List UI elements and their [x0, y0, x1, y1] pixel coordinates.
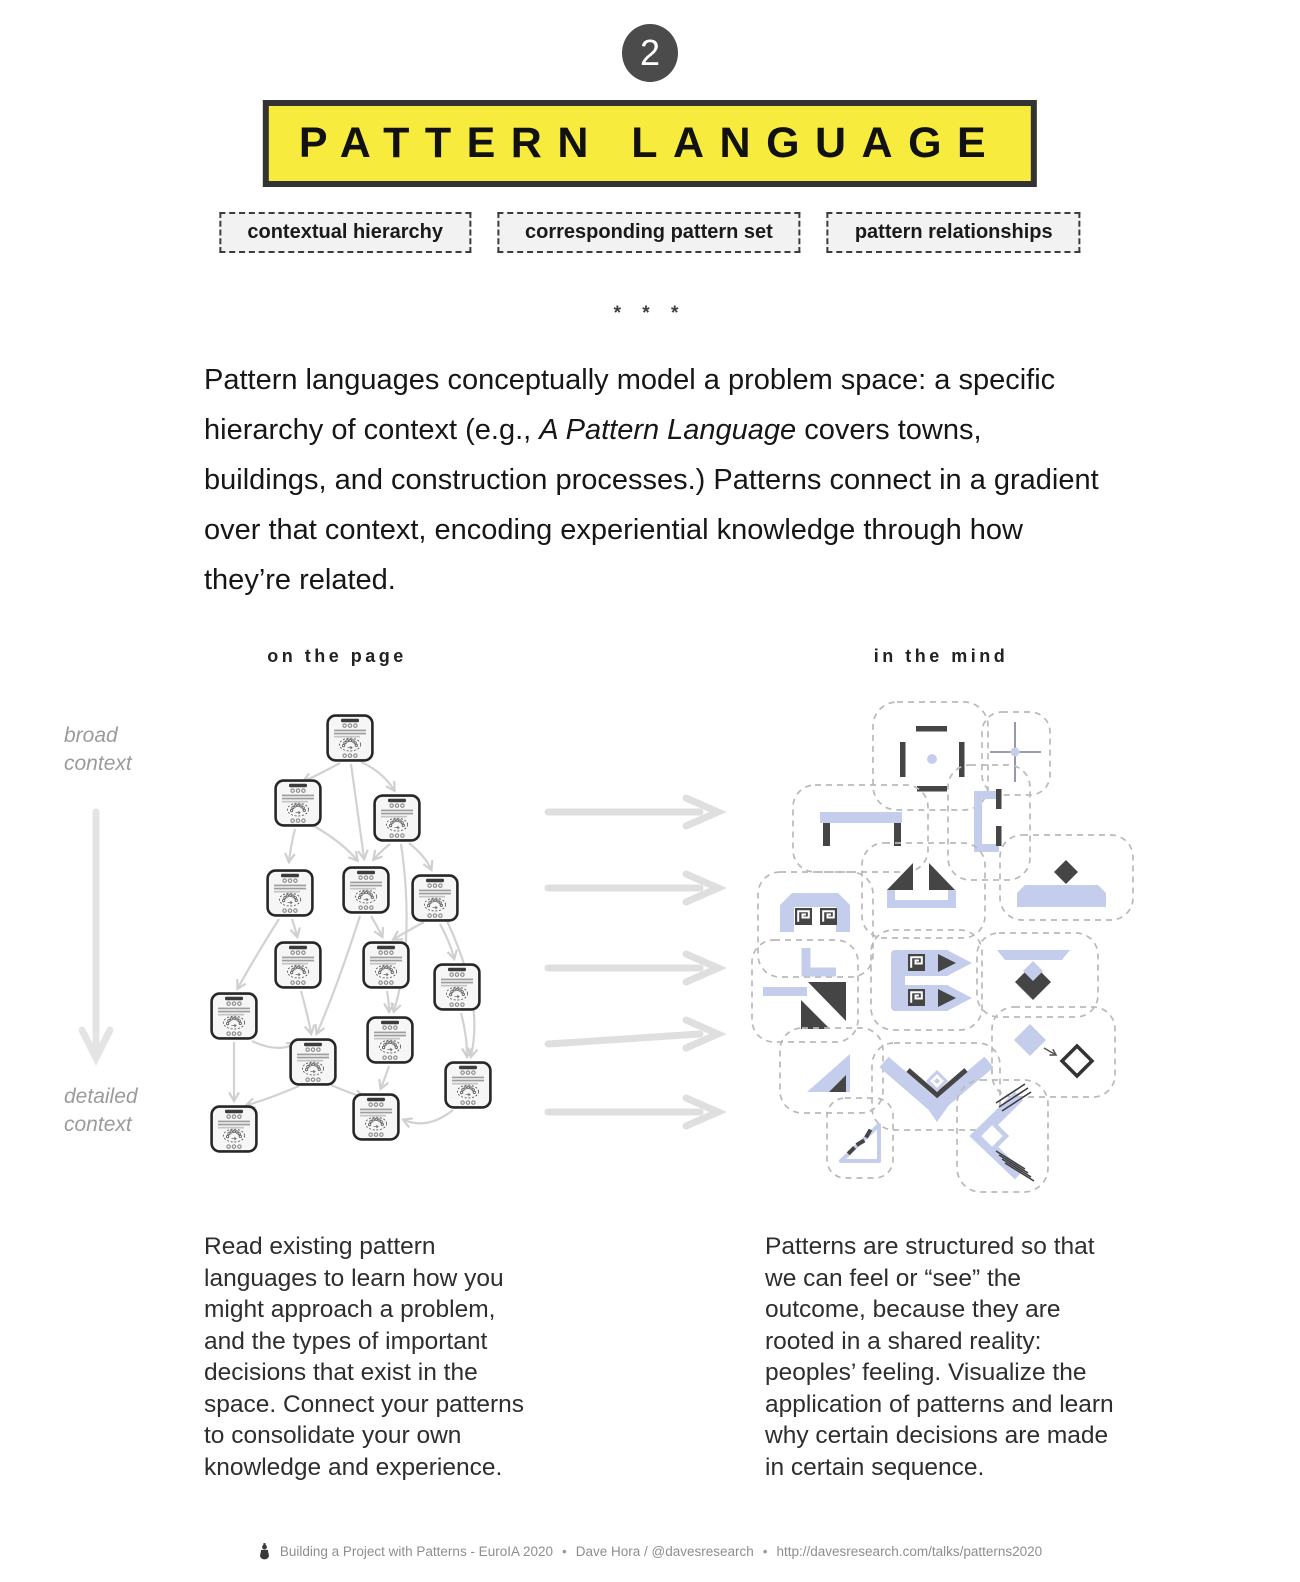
footer-separator: • [762, 1544, 768, 1559]
pattern-box-chevron-v [871, 1042, 1001, 1131]
page-card [210, 992, 258, 1040]
pattern-box-table [792, 784, 929, 873]
page-title: PATTERN LANGUAGE [298, 119, 1002, 167]
page-card [326, 714, 374, 762]
pattern-box-triangle [779, 1027, 884, 1114]
tag-row: contextual hierarchy corresponding patte… [219, 212, 1081, 253]
intro-paragraph: Pattern languages conceptually model a p… [204, 364, 1099, 596]
footer-logo-icon [259, 1543, 269, 1560]
footer-url: http://davesresearch.com/talks/patterns2… [776, 1544, 1043, 1559]
right-column-text: Patterns are structured so that we can f… [765, 1233, 1114, 1481]
tag-corresponding-pattern-set: corresponding pattern set [497, 212, 801, 253]
detailed-context-label: detailed context [64, 1085, 138, 1136]
page-card [444, 1061, 492, 1109]
pattern-box-roof-diamond [999, 834, 1134, 921]
page-card [266, 869, 314, 917]
page-card [373, 794, 421, 842]
page-card [411, 874, 459, 922]
page-card [210, 1105, 258, 1153]
step-number-badge: 2 [622, 24, 678, 82]
section-separator: * * * [613, 303, 687, 324]
in-the-mind-label: in the mind [873, 646, 1009, 666]
step-number: 2 [639, 32, 661, 73]
mind-pattern-cluster [751, 701, 1134, 1193]
page-card [433, 963, 481, 1011]
pattern-box-diamond-arrow [991, 1006, 1116, 1098]
footer-title: Building a Project with Patterns - EuroI… [279, 1544, 553, 1559]
pattern-box-double-key [870, 929, 983, 1031]
pattern-box-gate [757, 871, 874, 978]
tag-pattern-relationships: pattern relationships [826, 212, 1081, 253]
page-card [289, 1038, 337, 1086]
pattern-box-bridge [861, 842, 986, 939]
page-tree [210, 714, 492, 1153]
pattern-box-small-triangle [826, 1097, 894, 1179]
pattern-box-bracket [947, 764, 1031, 881]
pattern-box-left-chevron [956, 1079, 1049, 1193]
broad-context-label: broad context [64, 724, 132, 775]
on-the-page-label: on the page [267, 646, 407, 666]
page-card [366, 1016, 414, 1064]
footer: Building a Project with Patterns - EuroI… [0, 1543, 1300, 1560]
footer-separator: • [562, 1544, 567, 1559]
page-card [274, 941, 322, 989]
pattern-language-diagram [78, 701, 1134, 1193]
transform-arrows [544, 794, 727, 1130]
page-card [362, 941, 410, 989]
pattern-box-frame [872, 701, 989, 811]
page-tree-arrows [234, 760, 474, 1123]
context-axis-arrow [78, 808, 114, 1066]
page-card [342, 866, 390, 914]
pattern-box-bar-diamond [976, 932, 1099, 1018]
left-column-text: Read existing pattern languages to learn… [204, 1233, 525, 1481]
page-card [352, 1093, 400, 1141]
pattern-box-crosshair [981, 711, 1051, 796]
tag-contextual-hierarchy: contextual hierarchy [219, 212, 471, 253]
page-card [274, 779, 322, 827]
footer-author: Dave Hora / @davesresearch [575, 1544, 754, 1559]
title-banner: PATTERN LANGUAGE [262, 100, 1038, 187]
pattern-box-corner-triangle [751, 939, 859, 1043]
